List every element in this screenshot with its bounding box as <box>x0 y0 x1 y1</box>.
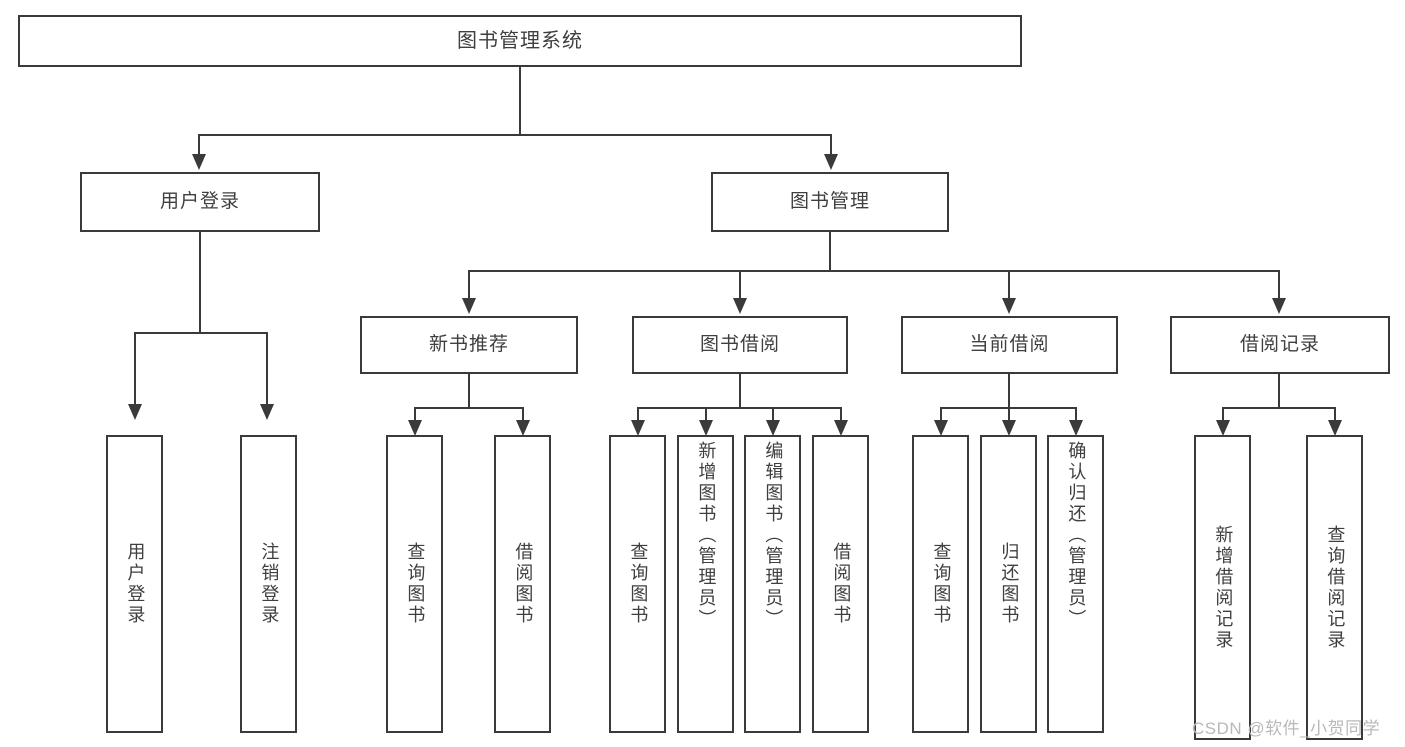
connector-drop-book-manage <box>830 134 832 156</box>
arrow-leaf-new-book-2 <box>516 420 530 436</box>
connector-drop-new-book <box>468 270 470 300</box>
connector-level3-bus <box>468 270 1280 272</box>
leaf-label: 新增借阅记录 <box>1213 524 1234 651</box>
node-book-manage[interactable]: 图书管理 <box>711 172 949 232</box>
node-label: 借阅记录 <box>1239 334 1320 356</box>
leaf-label: 查询借阅记录 <box>1325 524 1346 651</box>
connector-drop-user-login <box>198 134 200 156</box>
connector-drop-borrow-record <box>1278 270 1280 300</box>
connector-new-book-bus <box>414 407 524 409</box>
arrow-leaf-book-borrow-1 <box>631 420 645 436</box>
leaf-borrow-record-query[interactable]: 查询借阅记录 <box>1306 435 1363 740</box>
leaf-borrow-record-add[interactable]: 新增借阅记录 <box>1194 435 1251 740</box>
connector-new-book-trunk <box>468 374 470 408</box>
leaf-current-borrow-confirm-return[interactable]: 确认归还（管理员） <box>1047 435 1104 733</box>
arrow-book-borrow <box>733 298 747 314</box>
leaf-label: 编辑图书（管理员） <box>763 441 784 630</box>
arrow-borrow-record <box>1272 298 1286 314</box>
arrow-leaf-current-borrow-2 <box>1002 420 1016 436</box>
arrow-leaf-user-login-1 <box>128 404 142 420</box>
leaf-new-book-query[interactable]: 查询图书 <box>386 435 443 733</box>
connector-drop-leaf-borrow-record-1 <box>1222 407 1224 422</box>
connector-drop-leaf-book-borrow-1 <box>637 407 639 422</box>
leaf-label: 确认归还（管理员） <box>1066 441 1087 630</box>
arrow-leaf-book-borrow-4 <box>834 420 848 436</box>
connector-drop-leaf-book-borrow-2 <box>705 407 707 422</box>
node-label: 图书管理 <box>789 191 870 213</box>
connector-drop-leaf-user-login-1 <box>134 332 136 406</box>
leaf-book-borrow-borrow[interactable]: 借阅图书 <box>812 435 869 733</box>
leaf-user-login-login[interactable]: 用户登录 <box>106 435 163 733</box>
node-root-system[interactable]: 图书管理系统 <box>18 15 1022 67</box>
node-new-book-recommend[interactable]: 新书推荐 <box>360 316 578 374</box>
node-label: 新书推荐 <box>428 334 509 356</box>
leaf-label: 查询图书 <box>405 542 426 626</box>
arrow-leaf-user-login-2 <box>260 404 274 420</box>
node-label: 用户登录 <box>159 191 240 213</box>
connector-user-login-trunk <box>199 232 201 333</box>
connector-book-borrow-trunk <box>739 374 741 408</box>
connector-drop-leaf-user-login-2 <box>266 332 268 406</box>
leaf-current-borrow-return[interactable]: 归还图书 <box>980 435 1037 733</box>
node-user-login[interactable]: 用户登录 <box>80 172 320 232</box>
leaf-new-book-borrow[interactable]: 借阅图书 <box>494 435 551 733</box>
connector-drop-leaf-book-borrow-4 <box>840 407 842 422</box>
connector-level2-bus <box>198 134 832 136</box>
node-label: 图书管理系统 <box>457 29 583 52</box>
connector-borrow-record-bus <box>1222 407 1336 409</box>
leaf-label: 查询图书 <box>628 542 649 626</box>
connector-drop-leaf-new-book-1 <box>414 407 416 422</box>
connector-user-login-bus <box>134 332 266 334</box>
leaf-label: 借阅图书 <box>831 542 852 626</box>
connector-drop-leaf-current-borrow-2 <box>1008 407 1010 422</box>
leaf-book-borrow-add[interactable]: 新增图书（管理员） <box>677 435 734 733</box>
leaf-label: 查询图书 <box>931 542 952 626</box>
arrow-leaf-borrow-record-1 <box>1216 420 1230 436</box>
connector-root-trunk <box>519 67 521 135</box>
leaf-book-borrow-query[interactable]: 查询图书 <box>609 435 666 733</box>
arrow-leaf-current-borrow-1 <box>934 420 948 436</box>
arrow-new-book <box>462 298 476 314</box>
connector-drop-book-borrow <box>739 270 741 300</box>
leaf-user-login-logout[interactable]: 注销登录 <box>240 435 297 733</box>
connector-drop-leaf-borrow-record-2 <box>1334 407 1336 422</box>
leaf-label: 注销登录 <box>259 542 280 626</box>
arrow-leaf-current-borrow-3 <box>1069 420 1083 436</box>
arrow-leaf-book-borrow-3 <box>766 420 780 436</box>
node-borrow-record[interactable]: 借阅记录 <box>1170 316 1390 374</box>
connector-drop-current-borrow <box>1008 270 1010 300</box>
leaf-label: 借阅图书 <box>513 542 534 626</box>
arrow-user-login <box>192 154 206 170</box>
node-book-borrow[interactable]: 图书借阅 <box>632 316 848 374</box>
arrow-current-borrow <box>1002 298 1016 314</box>
arrow-book-manage <box>824 154 838 170</box>
leaf-label: 新增图书（管理员） <box>696 441 717 630</box>
connector-current-borrow-trunk <box>1008 374 1010 408</box>
arrow-leaf-new-book-1 <box>408 420 422 436</box>
connector-drop-leaf-new-book-2 <box>522 407 524 422</box>
connector-drop-leaf-current-borrow-3 <box>1075 407 1077 422</box>
node-current-borrow[interactable]: 当前借阅 <box>901 316 1118 374</box>
leaf-label: 归还图书 <box>999 542 1020 626</box>
arrow-leaf-borrow-record-2 <box>1328 420 1342 436</box>
node-label: 图书借阅 <box>699 334 780 356</box>
arrow-leaf-book-borrow-2 <box>699 420 713 436</box>
leaf-book-borrow-edit[interactable]: 编辑图书（管理员） <box>744 435 801 733</box>
connector-book-borrow-bus <box>637 407 842 409</box>
node-label: 当前借阅 <box>969 334 1050 356</box>
connector-drop-leaf-current-borrow-1 <box>940 407 942 422</box>
leaf-current-borrow-query[interactable]: 查询图书 <box>912 435 969 733</box>
connector-book-manage-trunk <box>829 232 831 271</box>
connector-borrow-record-trunk <box>1278 374 1280 408</box>
leaf-label: 用户登录 <box>125 542 146 626</box>
connector-drop-leaf-book-borrow-3 <box>772 407 774 422</box>
